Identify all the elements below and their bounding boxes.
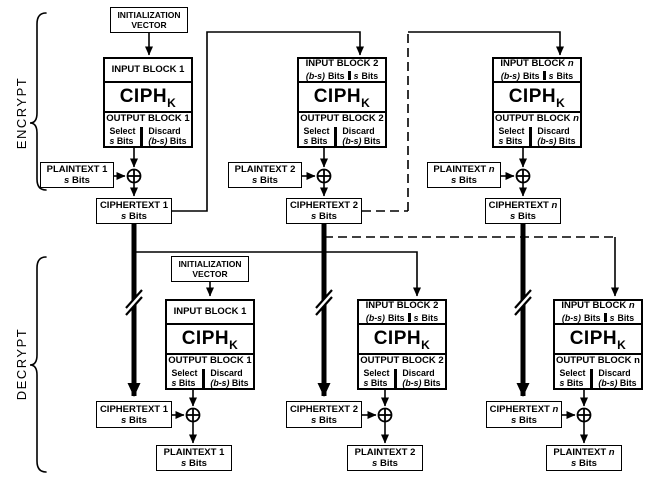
xor-icon — [316, 168, 332, 184]
bits-divider — [603, 313, 607, 323]
xor-icon — [377, 407, 393, 423]
dec-input-block-1: INPUT BLOCK 1 — [173, 305, 247, 317]
enc-ciphertext-2: CIPHERTEXT 2 s Bits — [286, 198, 362, 224]
enc-ciph-block-2: CIPHK — [299, 81, 385, 113]
encrypt-section-label: ENCRYPT — [13, 76, 29, 150]
enc-block-stack-1: INPUT BLOCK 1 CIPHK OUTPUT BLOCK 1 Selec… — [103, 57, 193, 148]
feedback-dec-ciphertext1-to-input2 — [134, 251, 421, 297]
xor-icon — [126, 168, 142, 184]
xor-nodes — [126, 168, 592, 423]
bits-divider — [407, 313, 411, 323]
encrypt-connectors — [114, 31, 564, 212]
encrypt-brace-icon — [29, 12, 47, 191]
ciphertext-channels — [127, 224, 530, 397]
enc-plaintext-2: PLAINTEXT 2 s Bits — [228, 162, 302, 188]
select-discard-divider — [202, 368, 206, 388]
dec-ciphertext-2: CIPHERTEXT 2 s Bits — [286, 401, 362, 428]
enc-plaintext-1: PLAINTEXT 1 s Bits — [40, 162, 114, 188]
dec-block-stack-1: INPUT BLOCK 1 CIPHK OUTPUT BLOCK 1 Selec… — [165, 299, 255, 390]
select-discard-divider — [394, 368, 398, 388]
bits-divider — [347, 71, 351, 81]
dec-plaintext-n: PLAINTEXT n s Bits — [546, 445, 622, 471]
dec-iv-box: INITIALIZATION VECTOR — [171, 256, 249, 282]
select-discard-divider — [590, 368, 594, 388]
enc-iv-box: INITIALIZATION VECTOR — [110, 7, 188, 33]
decrypt-connectors — [134, 236, 619, 444]
decrypt-brace-icon — [29, 256, 47, 473]
select-discard-divider — [529, 126, 533, 146]
dec-ciph-block-1: CIPHK — [167, 323, 253, 355]
decrypt-section-label: DECRYPT — [13, 327, 29, 401]
xor-icon — [515, 168, 531, 184]
dec-plaintext-2: PLAINTEXT 2 s Bits — [347, 445, 423, 471]
break-icon — [125, 289, 143, 316]
enc-input-block-1: INPUT BLOCK 1 — [111, 63, 185, 75]
enc-plaintext-n: PLAINTEXT n s Bits — [427, 162, 501, 188]
select-discard-divider — [334, 126, 338, 146]
xor-icon — [576, 407, 592, 423]
xor-icon — [185, 407, 201, 423]
dec-plaintext-1: PLAINTEXT 1 s Bits — [156, 445, 232, 471]
break-icon — [315, 289, 333, 316]
enc-ciph-block-1: CIPHK — [105, 81, 191, 113]
dec-ciph-block-n: CIPHK — [555, 323, 641, 355]
feedback-ciphertext1-to-input2 — [172, 31, 364, 212]
dec-ciphertext-n: CIPHERTEXT n s Bits — [486, 401, 562, 428]
select-discard-divider — [140, 126, 144, 146]
bits-divider — [542, 71, 546, 81]
enc-ciph-block-n: CIPHK — [494, 81, 580, 113]
feedback-to-inputn — [408, 31, 564, 56]
break-icon — [514, 289, 532, 316]
dec-ciphertext-1: CIPHERTEXT 1 s Bits — [96, 401, 172, 428]
dec-ciph-block-2: CIPHK — [359, 323, 445, 355]
enc-ciphertext-n: CIPHERTEXT n s Bits — [485, 198, 561, 224]
enc-ciphertext-1: CIPHERTEXT 1 s Bits — [96, 198, 172, 224]
channel-break-icons — [125, 289, 532, 316]
